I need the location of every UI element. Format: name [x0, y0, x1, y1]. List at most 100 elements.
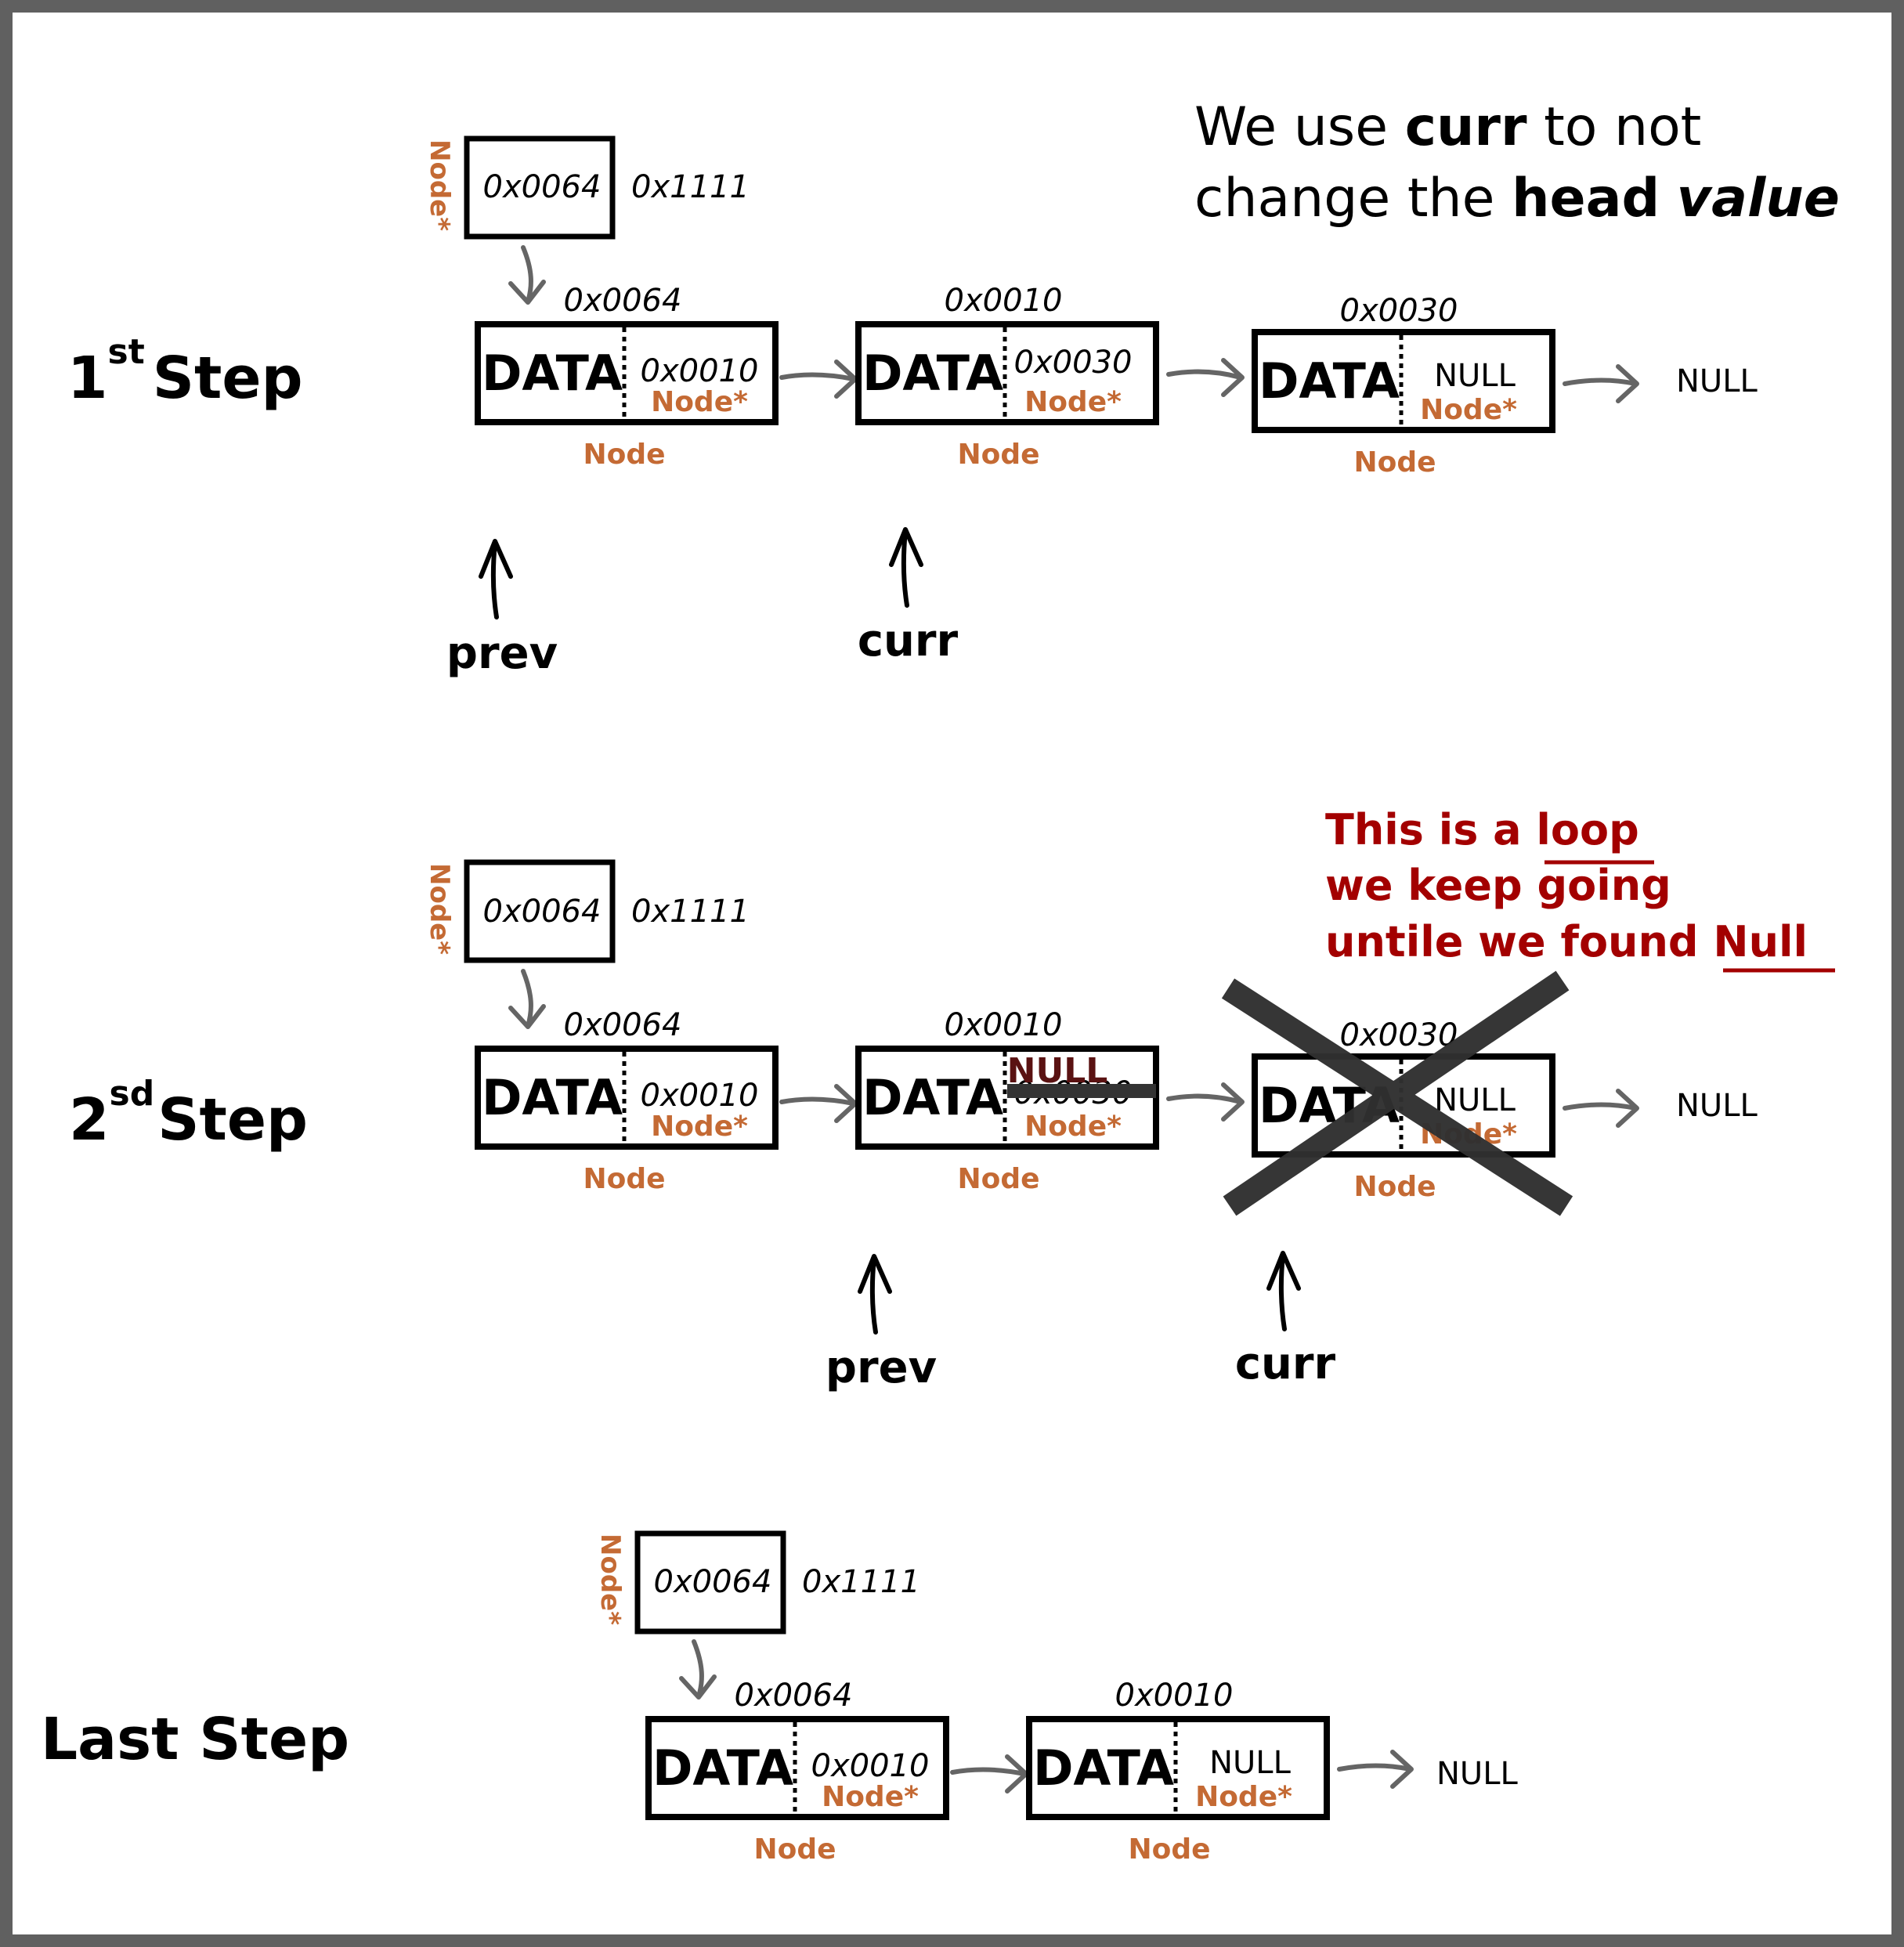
step-1-head-value: 0x0064	[483, 169, 602, 205]
node-address: 0x0064	[735, 1678, 853, 1714]
svg-text:2sdStep: 2sdStep	[69, 1074, 308, 1154]
svg-text:We use curr to not: We use curr to not	[1194, 96, 1701, 158]
next-type: Node*	[822, 1781, 919, 1813]
node-type: Node	[957, 1163, 1039, 1195]
step-2-link-arrow-1	[779, 1084, 858, 1123]
node-address: 0x0030	[1340, 293, 1458, 329]
step-2-link-arrow-3	[1563, 1089, 1639, 1128]
step-2-curr-pointer: curr	[1235, 1253, 1336, 1389]
step-1-head-address: 0x1111	[631, 169, 750, 205]
step-1-curr-label: curr	[858, 616, 959, 666]
svg-text:This is a loop: This is a loop	[1325, 805, 1639, 854]
loop-note-line3-prefix: untile we found	[1325, 917, 1713, 966]
node-address: 0x0010	[1115, 1678, 1234, 1714]
step-2-superscript: sd	[110, 1074, 155, 1114]
last-step-head-arrow	[679, 1639, 717, 1700]
next-type: Node*	[651, 386, 748, 418]
step-2-head-pointer: 0x0064 0x1111 Node*	[424, 859, 750, 1029]
data-label: DATA	[482, 345, 623, 402]
last-step-node-2: 0x0010 DATA NULL Node* Node	[1026, 1678, 1330, 1866]
step-2-head-value: 0x0064	[483, 894, 602, 930]
next-value: NULL	[1209, 1745, 1291, 1781]
step-1-prev-label: prev	[446, 628, 558, 679]
header-note-curr: curr	[1405, 96, 1527, 158]
header-note-line2-space	[1660, 168, 1677, 229]
svg-text:change the head value: change the head value	[1194, 168, 1840, 229]
step-1-node-1: 0x0064 DATA 0x0010 Node* Node	[475, 283, 779, 471]
header-note-head: head	[1512, 168, 1660, 229]
step-1-number: 1	[67, 345, 108, 412]
step-2-link-arrow-2	[1166, 1082, 1245, 1122]
next-value: 0x0010	[811, 1748, 930, 1784]
node-type: Node	[957, 439, 1039, 471]
step-2-word: Step	[157, 1086, 308, 1154]
next-value-new: NULL	[1007, 1051, 1108, 1091]
step-1-link-arrow-2	[1166, 358, 1245, 397]
header-note-value: value	[1677, 168, 1840, 229]
next-value: 0x0030	[1014, 345, 1133, 381]
node-type: Node	[753, 1833, 836, 1866]
step-2-prev-pointer: prev	[826, 1256, 937, 1393]
node-type: Node	[1128, 1833, 1210, 1866]
step-1-head-type: Node*	[424, 139, 455, 231]
loop-note-null: Null	[1713, 917, 1808, 966]
step-2-curr-label: curr	[1235, 1338, 1336, 1389]
step-1-head-pointer: 0x0064 0x1111 Node*	[424, 135, 750, 305]
svg-text:untile we found Null: untile we found Null	[1325, 917, 1808, 966]
step-2-tail-null: NULL	[1676, 1088, 1758, 1124]
step-2: 2sdStep 0x0064 0x1111 Node* 0x0064 DATA …	[69, 805, 1835, 1393]
data-label: DATA	[482, 1069, 623, 1126]
node-address: 0x0064	[564, 1007, 682, 1043]
step-2-node-1: 0x0064 DATA 0x0010 Node* Node	[475, 1007, 779, 1195]
step-1-node-3: 0x0030 DATA NULL Node* Node	[1252, 293, 1555, 479]
node-address: 0x0010	[945, 1007, 1063, 1043]
node-address: 0x0030	[1340, 1017, 1458, 1053]
step-1-word: Step	[153, 345, 303, 412]
data-label: DATA	[652, 1739, 793, 1797]
header-note-line1-prefix: We use	[1194, 96, 1405, 158]
node-type: Node	[1353, 446, 1436, 479]
loop-note-loop: loop	[1536, 805, 1638, 854]
loop-note-line2: we keep going	[1325, 861, 1671, 910]
node-type: Node	[583, 439, 665, 471]
node-address: 0x0010	[945, 283, 1063, 319]
next-value: 0x0010	[641, 1078, 759, 1114]
step-1-node-2: 0x0010 DATA 0x0030 Node* Node	[855, 283, 1159, 471]
last-step-link-arrow-1	[950, 1754, 1028, 1793]
last-step-head-address: 0x1111	[802, 1564, 920, 1600]
header-note: We use curr to not change the head value	[1194, 96, 1840, 229]
data-label: DATA	[1033, 1739, 1174, 1797]
last-step-node-1: 0x0064 DATA 0x0010 Node* Node	[645, 1678, 949, 1866]
step-1-link-arrow-1	[779, 359, 858, 399]
step-2-head-type: Node*	[424, 863, 455, 955]
next-type: Node*	[1024, 1111, 1122, 1143]
step-1-head-arrow	[508, 245, 546, 305]
step-1-curr-pointer: curr	[858, 529, 959, 666]
next-type: Node*	[1024, 386, 1122, 418]
data-label: DATA	[862, 345, 1003, 402]
last-step-tail-null: NULL	[1436, 1756, 1518, 1792]
cross-mark	[1221, 970, 1573, 1216]
step-2-number: 2	[69, 1086, 110, 1154]
step-2-head-arrow	[508, 969, 546, 1029]
next-type: Node*	[1420, 394, 1517, 426]
node-address: 0x0064	[564, 283, 682, 319]
step-last: Last Step 0x0064 0x1111 Node* 0x0064 DAT…	[41, 1530, 1518, 1866]
next-value: 0x0010	[641, 353, 759, 389]
last-step-head-pointer: 0x0064 0x1111 Node*	[594, 1530, 920, 1700]
step-2-node-2: 0x0010 DATA 0x0030 NULL Node* Node	[855, 1007, 1159, 1195]
step-1-superscript: st	[108, 332, 145, 372]
next-value: NULL	[1434, 358, 1516, 394]
last-step-head-type: Node*	[594, 1533, 626, 1625]
header-note-line2-prefix: change the	[1194, 168, 1512, 229]
step-1-link-arrow-3	[1563, 364, 1639, 403]
last-step-link-arrow-2	[1337, 1750, 1414, 1789]
last-step-head-value: 0x0064	[654, 1564, 772, 1600]
data-label: DATA	[862, 1069, 1003, 1126]
next-type: Node*	[651, 1111, 748, 1143]
loop-note: This is a loop we keep going untile we f…	[1325, 805, 1835, 973]
